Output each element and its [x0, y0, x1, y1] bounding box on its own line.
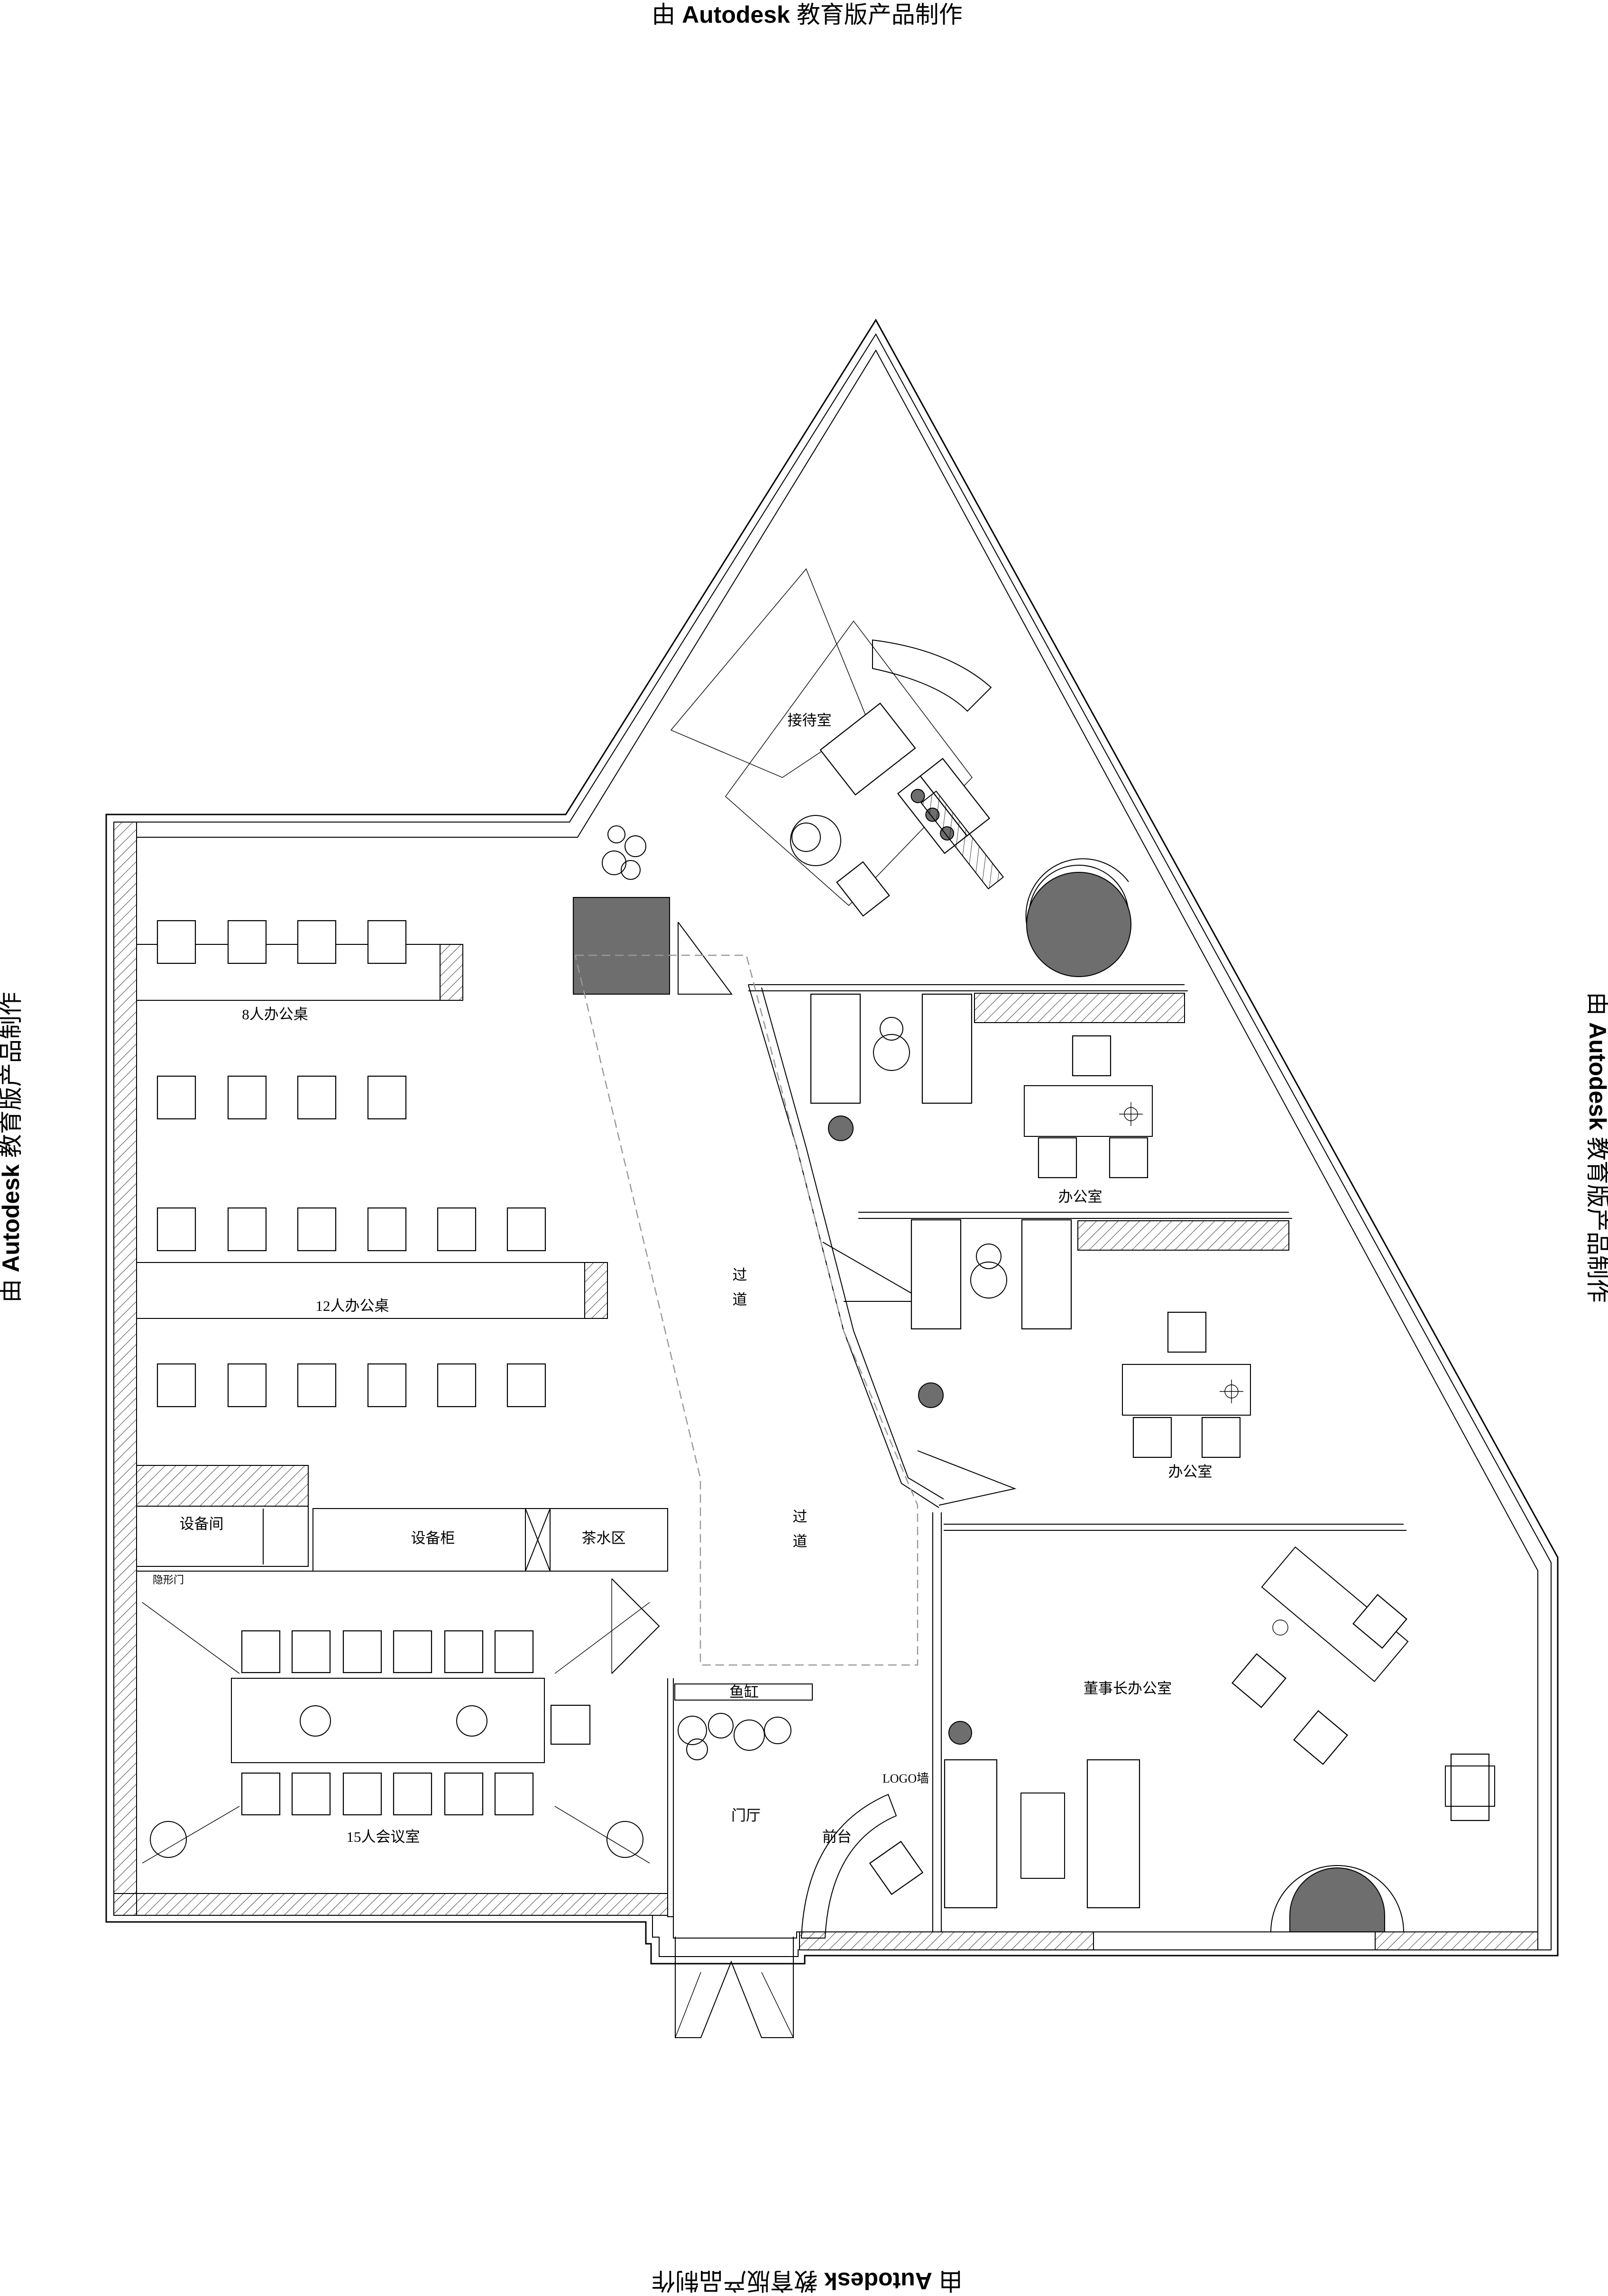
meeting-room-furniture	[150, 1630, 643, 1858]
label-reception: 接待室	[788, 712, 832, 729]
label-corridor-lower-1: 过	[793, 1509, 808, 1525]
watermark-bottom: 由 Autodesk 教育版产品制作	[652, 2268, 963, 2294]
room-labels: 接待室 办公室 办公室 董事长办公室 8人办公桌 12人办公桌 设备间 设备柜 …	[153, 712, 1213, 1845]
desk-12-furniture	[136, 1207, 608, 1408]
reception-furniture	[670, 568, 1131, 977]
office-middle-furniture	[910, 1219, 1251, 1458]
label-office-upper: 办公室	[1058, 1189, 1103, 1205]
label-equipment-room: 设备间	[180, 1516, 224, 1532]
lobby-furniture	[674, 1683, 924, 1939]
watermark-right: 由 Autodesk 教育版产品制作	[1584, 992, 1608, 1303]
chairman-office-furniture	[944, 1546, 1495, 1932]
svg-text:由 Autodesk 教育版产品制作: 由 Autodesk 教育版产品制作	[652, 2268, 963, 2294]
label-logo-wall: LOGO墙	[882, 1772, 929, 1785]
plant-cluster-top	[602, 825, 646, 880]
structural-column	[573, 897, 670, 995]
watermark-left: 由 Autodesk 教育版产品制作	[0, 992, 24, 1303]
label-fish-tank: 鱼缸	[729, 1684, 759, 1701]
label-equipment-cabinet: 设备柜	[411, 1530, 455, 1546]
label-meeting-room: 15人会议室	[347, 1829, 420, 1845]
watermark-top: 由 Autodesk 教育版产品制作	[652, 1, 963, 28]
label-lobby: 门厅	[731, 1807, 761, 1824]
partitions	[136, 897, 1406, 1932]
label-hidden-door: 隐形门	[153, 1574, 184, 1586]
label-chairman-office: 董事长办公室	[1084, 1680, 1172, 1697]
svg-text:由 Autodesk 教育版产品制作: 由 Autodesk 教育版产品制作	[0, 992, 24, 1303]
desk-8-furniture	[136, 920, 463, 1120]
label-office-middle: 办公室	[1168, 1464, 1213, 1480]
outer-walls	[105, 319, 1559, 2038]
office-upper-furniture	[810, 993, 1153, 1179]
label-front-desk: 前台	[822, 1829, 852, 1845]
svg-text:由 Autodesk 教育版产品制作: 由 Autodesk 教育版产品制作	[1584, 992, 1608, 1303]
label-desk-12: 12人办公桌	[316, 1298, 389, 1314]
label-tea-area: 茶水区	[582, 1530, 626, 1546]
svg-text:由 Autodesk 教育版产品制作: 由 Autodesk 教育版产品制作	[652, 1, 963, 28]
label-corridor-upper-1: 过	[733, 1267, 747, 1283]
label-corridor-lower-2: 道	[793, 1533, 808, 1550]
label-corridor-upper-2: 道	[733, 1291, 747, 1308]
label-desk-8: 8人办公桌	[242, 1006, 308, 1023]
